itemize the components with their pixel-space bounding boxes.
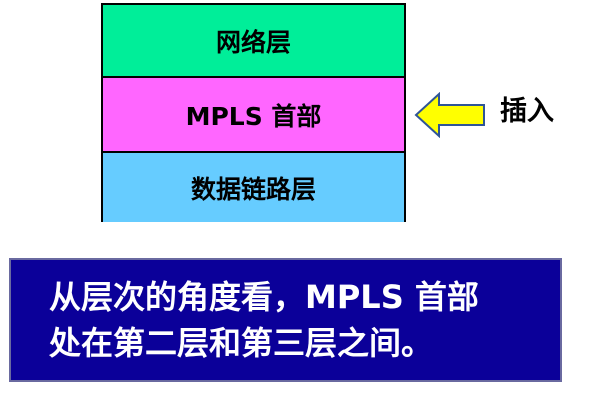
left-arrow-icon <box>414 92 485 138</box>
protocol-stack: 网络层 MPLS 首部 数据链路层 <box>101 3 406 222</box>
arrow-shape <box>414 92 485 138</box>
caption-box: 从层次的角度看，MPLS 首部 处在第二层和第三层之间。 <box>9 258 562 382</box>
caption-line-2: 处在第二层和第三层之间。 <box>49 324 434 362</box>
mpls-header-box: MPLS 首部 <box>103 78 404 153</box>
insert-label: 插入 <box>500 96 554 127</box>
network-layer-box: 网络层 <box>103 5 404 78</box>
mpls-header-label: MPLS 首部 <box>185 101 322 131</box>
network-layer-label: 网络层 <box>215 27 291 57</box>
caption-line-1: 从层次的角度看，MPLS 首部 <box>49 278 479 316</box>
data-link-layer-box: 数据链路层 <box>103 153 404 222</box>
data-link-layer-label: 数据链路层 <box>190 174 316 204</box>
